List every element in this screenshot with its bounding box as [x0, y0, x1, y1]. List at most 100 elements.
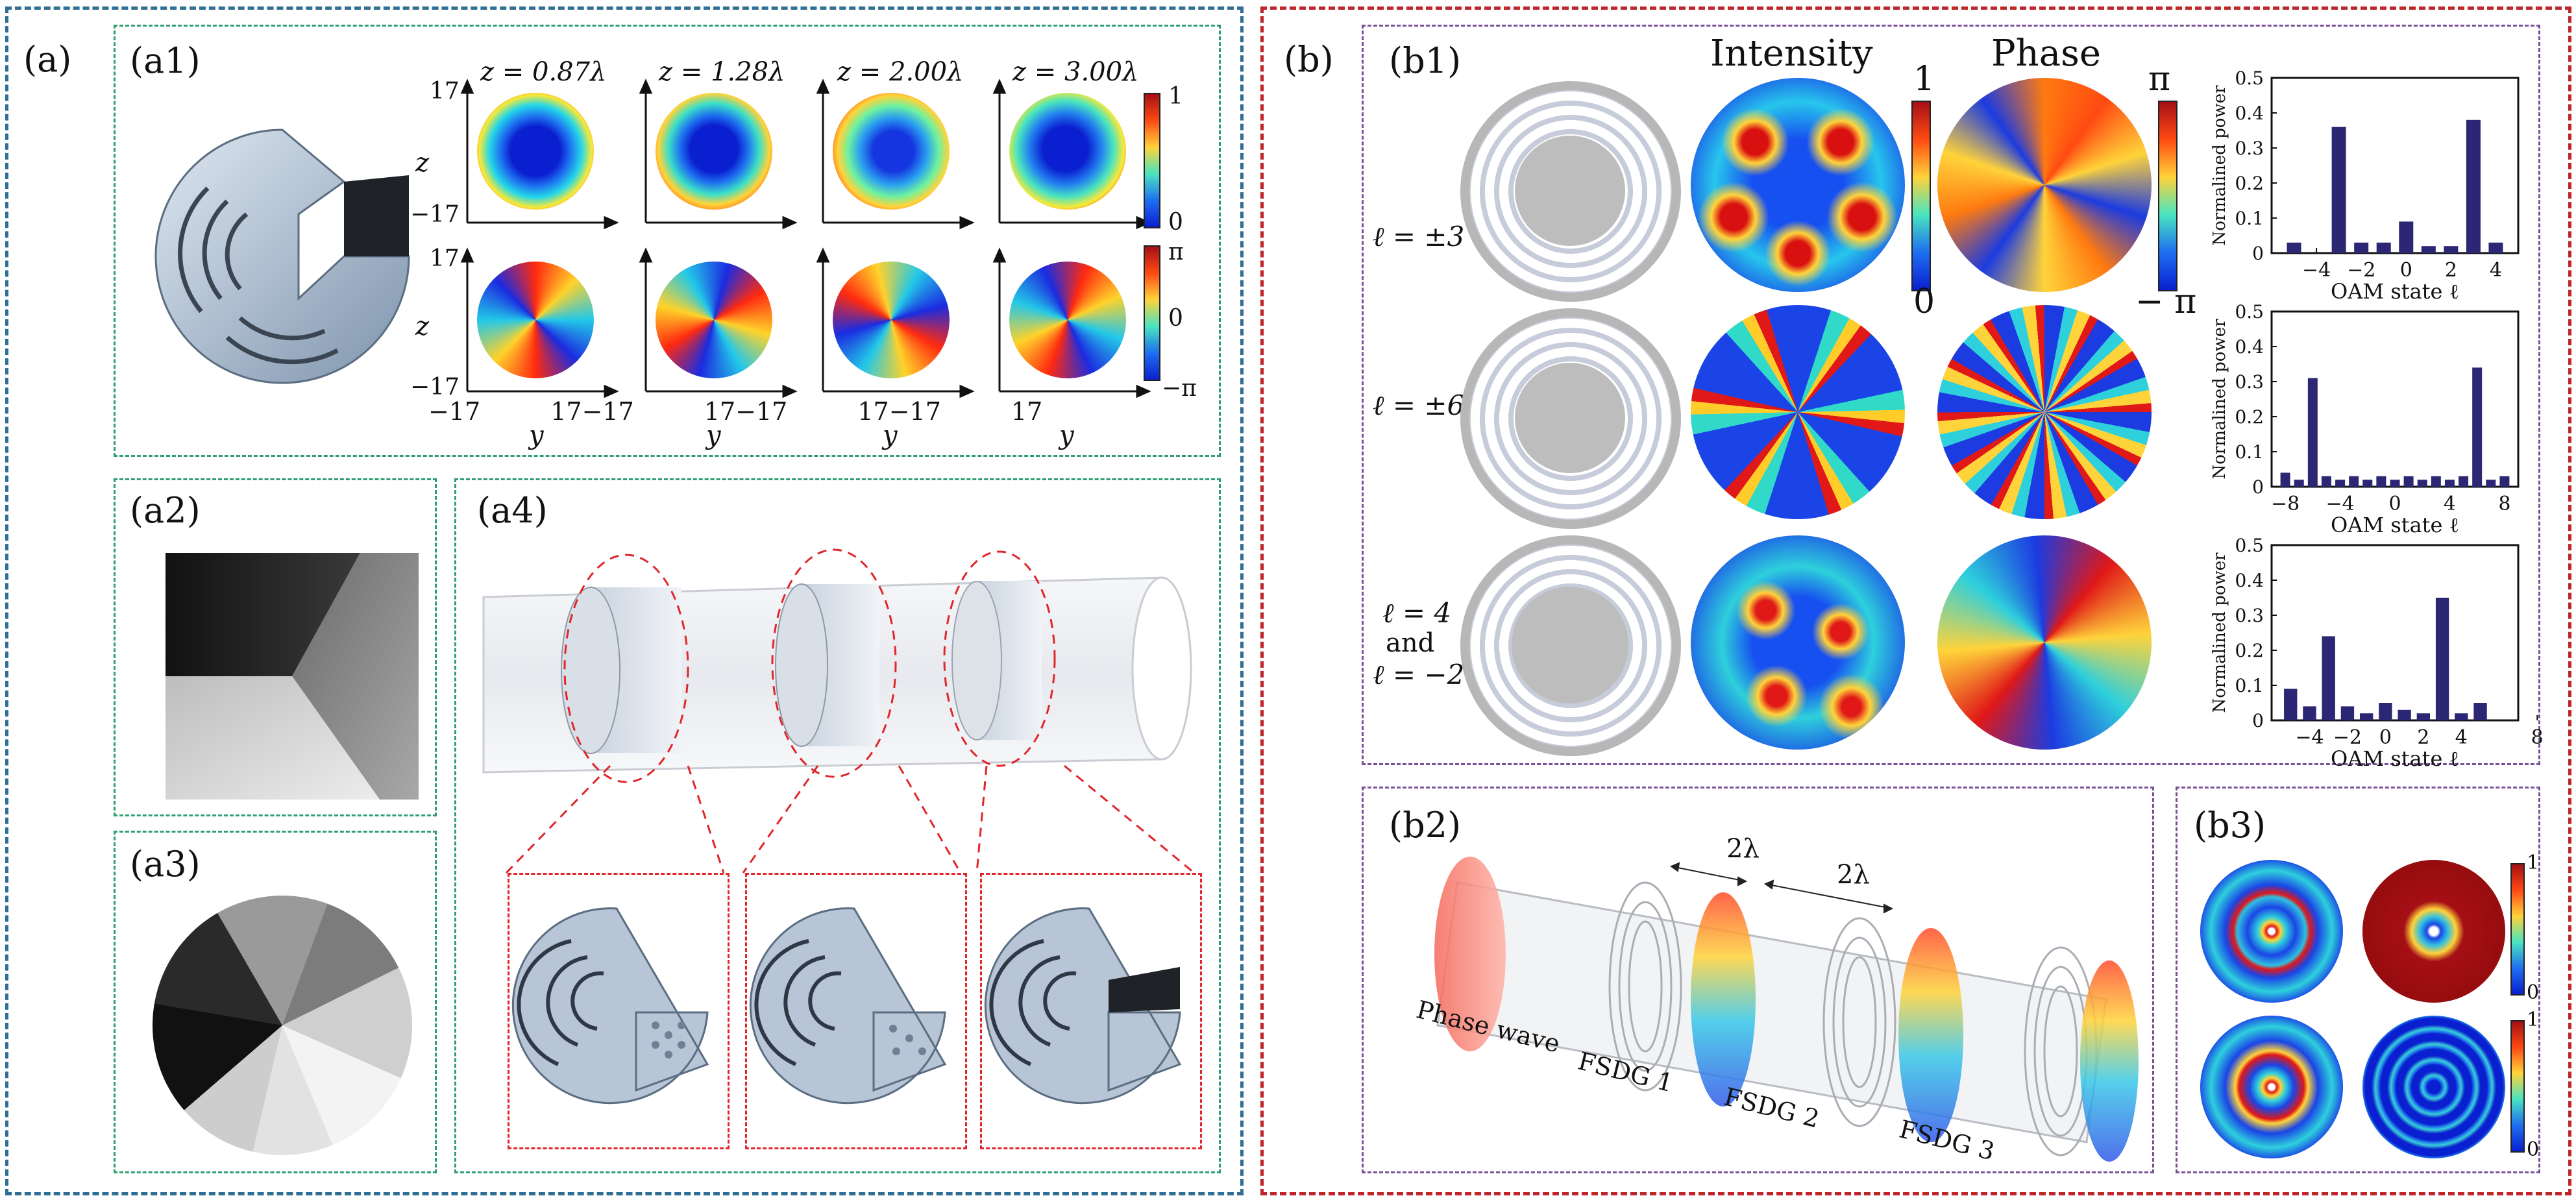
b1-row-label-3c: ℓ = −2	[1373, 659, 1465, 691]
a1-cbar-ph-top: π	[1168, 239, 1184, 265]
y-tick-label: 0.1	[2235, 675, 2264, 696]
x-tick-label: −2	[2347, 259, 2375, 282]
x-axis-label: OAM state ℓ	[2331, 279, 2459, 304]
y-axis-label: Normalined power	[2210, 552, 2229, 713]
label-b3: (b3)	[2194, 805, 2266, 846]
bar	[2331, 127, 2346, 253]
x-tick-label: 0	[2400, 259, 2412, 282]
bar	[2472, 367, 2483, 487]
y-tick-label: 0.3	[2235, 138, 2264, 159]
b1-cbar-int-top: 1	[1913, 60, 1935, 99]
bar	[2398, 709, 2411, 720]
a1-axis-z-2: z	[415, 312, 430, 341]
x-tick-label: 4	[2444, 493, 2456, 515]
bar	[2431, 476, 2441, 487]
a4-tube-illustration	[482, 548, 1192, 783]
x-tick-label: −4	[2325, 493, 2354, 515]
a1-cbar-int-top: 1	[1168, 83, 1183, 110]
bar	[2390, 480, 2400, 487]
a1-cbar-ph-mid: 0	[1168, 305, 1183, 332]
x-tick-label: −8	[2271, 493, 2300, 515]
bar	[2499, 476, 2510, 487]
a1-ztitle-3: z = 2.00λ	[837, 57, 964, 87]
a1-tick-bottom-1: −17	[410, 201, 460, 228]
a1-phase-map-3	[833, 262, 950, 378]
bar	[2486, 480, 2496, 487]
panel-a-frame	[5, 6, 1244, 1195]
bar	[2435, 598, 2449, 720]
a1-intensity-map-1	[477, 93, 594, 210]
b3-field-map-1	[2200, 860, 2343, 1003]
b1-row-label-2: ℓ = ±6	[1373, 389, 1465, 421]
bar	[2354, 242, 2369, 253]
bar	[2340, 706, 2355, 720]
y-axis-label: Normalined power	[2210, 85, 2229, 246]
y-tick-label: 0.1	[2235, 441, 2264, 463]
x-axis-label: OAM state ℓ	[2331, 746, 2459, 771]
a1-axis-y-4: y	[1059, 421, 1074, 450]
b1-row-label-1: ℓ = ±3	[1373, 221, 1465, 252]
a1-axis-y-1: y	[529, 421, 544, 450]
y-axis-label: Normalined power	[2210, 319, 2229, 480]
b3-field-map-4	[2362, 1016, 2505, 1158]
x-tick-label: −2	[2333, 726, 2362, 749]
a1-ztitle-2: z = 1.28λ	[659, 57, 785, 87]
bar	[2349, 476, 2359, 487]
bar	[2488, 242, 2503, 253]
x-axis-label: OAM state ℓ	[2331, 513, 2459, 537]
bar	[2280, 472, 2290, 487]
panel-a2-frame	[114, 478, 437, 816]
bar	[2421, 246, 2436, 253]
b1-cbar-ph-top: π	[2148, 60, 2171, 99]
label-b1: (b1)	[1389, 40, 1462, 81]
panel-b-frame	[1260, 6, 2571, 1195]
a1-axis-z-1: z	[415, 148, 430, 178]
panel-a1-frame	[114, 25, 1221, 457]
label-a: (a)	[23, 39, 72, 80]
a1-phase-map-2	[656, 262, 772, 378]
bar	[2359, 713, 2374, 720]
b1-col-title-phase: Phase	[1991, 32, 2102, 75]
label-a2: (a2)	[130, 490, 201, 531]
panel-a4-frame	[454, 478, 1221, 1173]
b1-col-title-intensity: Intensity	[1710, 32, 1873, 75]
x-tick-label: 4	[2455, 726, 2468, 749]
a1-phase-colorbar	[1144, 245, 1160, 381]
b1-phase-map-1	[1937, 78, 2152, 292]
b1-row-label-3a: ℓ = 4	[1382, 597, 1452, 629]
y-tick-label: 0	[2252, 243, 2264, 264]
b3-cbar2-bottom: 0	[2527, 1138, 2540, 1161]
a1-intensity-map-3	[833, 93, 950, 210]
a4-zoom-box-3	[980, 873, 1202, 1149]
b1-row-label-3b: and	[1386, 628, 1435, 658]
a1-ztitle-1: z = 0.87λ	[480, 57, 607, 87]
y-tick-label: 0	[2252, 710, 2264, 731]
panel-b1-frame	[1362, 25, 2540, 765]
b3-field-map-3	[2200, 1016, 2343, 1158]
b1-intensity-map-2	[1691, 305, 1905, 519]
bar-chart-frame	[2270, 544, 2520, 722]
b1-cbar-ph-bottom: − π	[2135, 282, 2197, 321]
a1-tick-top-2: 17	[430, 245, 460, 272]
label-a3: (a3)	[130, 844, 201, 885]
x-tick-label: 2	[2417, 726, 2429, 749]
y-tick-label: 0.4	[2235, 570, 2264, 591]
bar	[2307, 378, 2318, 487]
x-tick-label: 8	[2531, 726, 2544, 749]
y-tick-label: 0.3	[2235, 371, 2264, 393]
y-tick-label: 0.3	[2235, 605, 2264, 626]
y-tick-label: 0	[2252, 476, 2264, 498]
panel-b3-frame	[2176, 787, 2540, 1173]
a1-intensity-map-2	[656, 93, 772, 210]
y-tick-label: 0.2	[2235, 640, 2264, 661]
x-tick-label: 4	[2490, 259, 2502, 282]
x-tick-label: 2	[2445, 259, 2457, 282]
bar	[2444, 246, 2459, 253]
label-b: (b)	[1284, 39, 1334, 80]
bar	[2287, 242, 2301, 253]
bar	[2322, 636, 2335, 720]
b2-dist-label-1: 2λ	[1726, 834, 1760, 864]
b3-cbar1-top: 1	[2527, 851, 2540, 874]
y-tick-label: 0.1	[2235, 208, 2264, 229]
bar	[2294, 480, 2304, 487]
